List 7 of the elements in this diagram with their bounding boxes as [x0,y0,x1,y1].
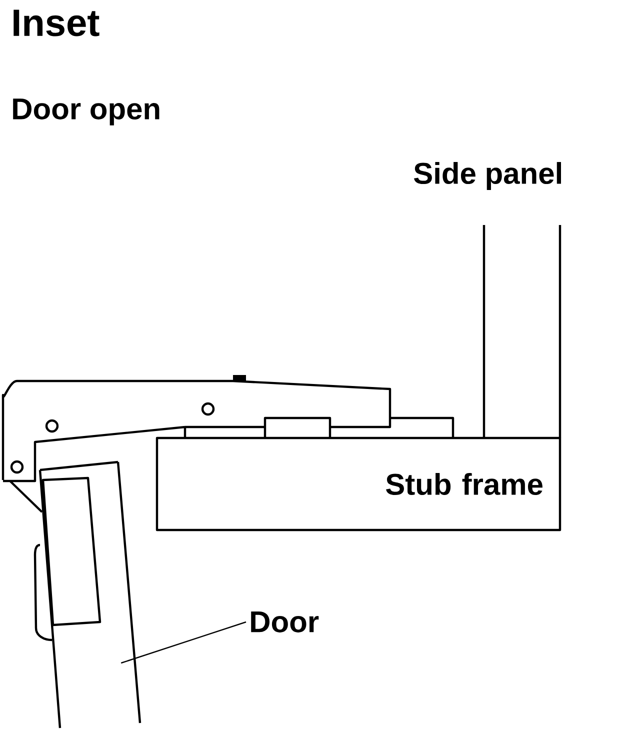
leader-line [120,621,246,664]
part-label: Door [251,612,319,632]
label: Door open [13,98,160,126]
title: Inset [14,10,100,36]
door-drawing [34,460,142,730]
side-panel: Side panel [414,162,562,440]
stub-frame: Stub frame [156,436,562,532]
